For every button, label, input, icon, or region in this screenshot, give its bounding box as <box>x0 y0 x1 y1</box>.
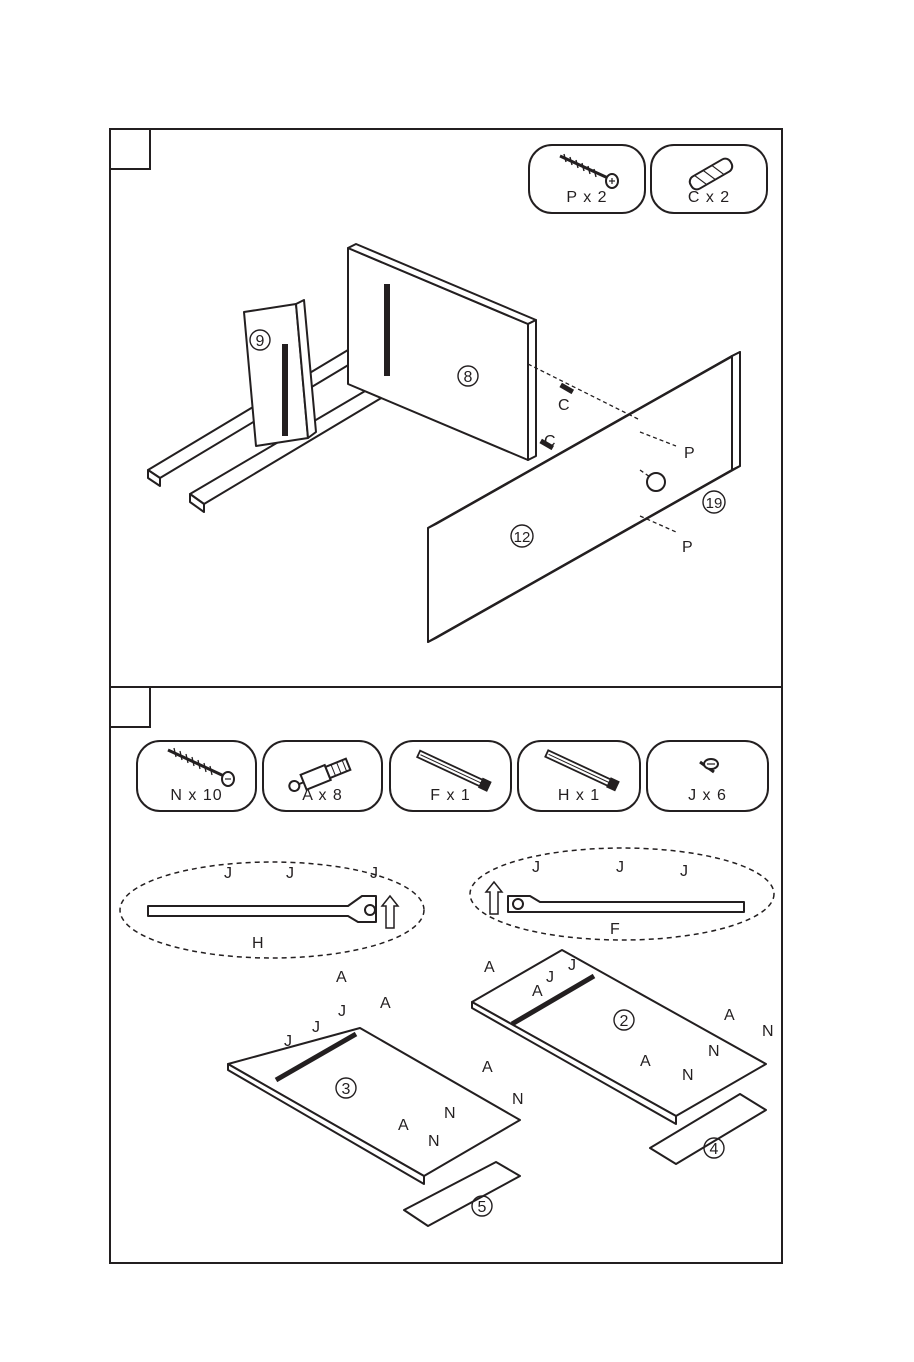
panel-8-side <box>528 320 536 460</box>
callout-n: N <box>444 1105 456 1122</box>
callout-j: J <box>616 859 624 876</box>
callout-12: 12 <box>514 529 531 546</box>
callout-a: A <box>398 1117 409 1134</box>
callout-a: A <box>380 995 391 1012</box>
rail-h <box>148 896 376 922</box>
callout-n: N <box>708 1043 720 1060</box>
callout-j: J <box>370 865 378 882</box>
callout-p-lower: P <box>682 539 693 556</box>
callout-19: 19 <box>706 495 723 512</box>
callout-h: H <box>252 935 264 952</box>
callout-a: A <box>640 1053 651 1070</box>
callout-n: N <box>682 1067 694 1084</box>
callout-f: F <box>610 921 620 938</box>
callout-j: J <box>224 865 232 882</box>
callout-5: 5 <box>478 1199 487 1216</box>
callout-j: J <box>546 969 554 986</box>
knob-19 <box>647 473 665 491</box>
callout-j: J <box>312 1019 320 1036</box>
callout-n: N <box>428 1133 440 1150</box>
callout-a: A <box>482 1059 493 1076</box>
callout-3: 3 <box>342 1081 351 1098</box>
callout-2: 2 <box>620 1013 629 1030</box>
callout-4: 4 <box>710 1141 719 1158</box>
callout-c-upper: C <box>558 397 570 414</box>
callout-8: 8 <box>464 369 473 386</box>
callout-j: J <box>284 1033 292 1050</box>
callout-a: A <box>724 1007 735 1024</box>
callout-c-lower: C <box>544 433 556 450</box>
callout-p-upper: P <box>684 445 695 462</box>
callout-a: A <box>532 983 543 1000</box>
panel-12-side <box>732 352 740 470</box>
rail-f <box>508 896 744 912</box>
callout-9: 9 <box>256 333 265 350</box>
callout-n: N <box>762 1023 774 1040</box>
callout-a: A <box>336 969 347 986</box>
callout-a: A <box>484 959 495 976</box>
callout-j: J <box>532 859 540 876</box>
callout-j: J <box>338 1003 346 1020</box>
callout-j: J <box>286 865 294 882</box>
callout-j: J <box>680 863 688 880</box>
callout-n: N <box>512 1091 524 1108</box>
callout-j: J <box>568 957 576 974</box>
